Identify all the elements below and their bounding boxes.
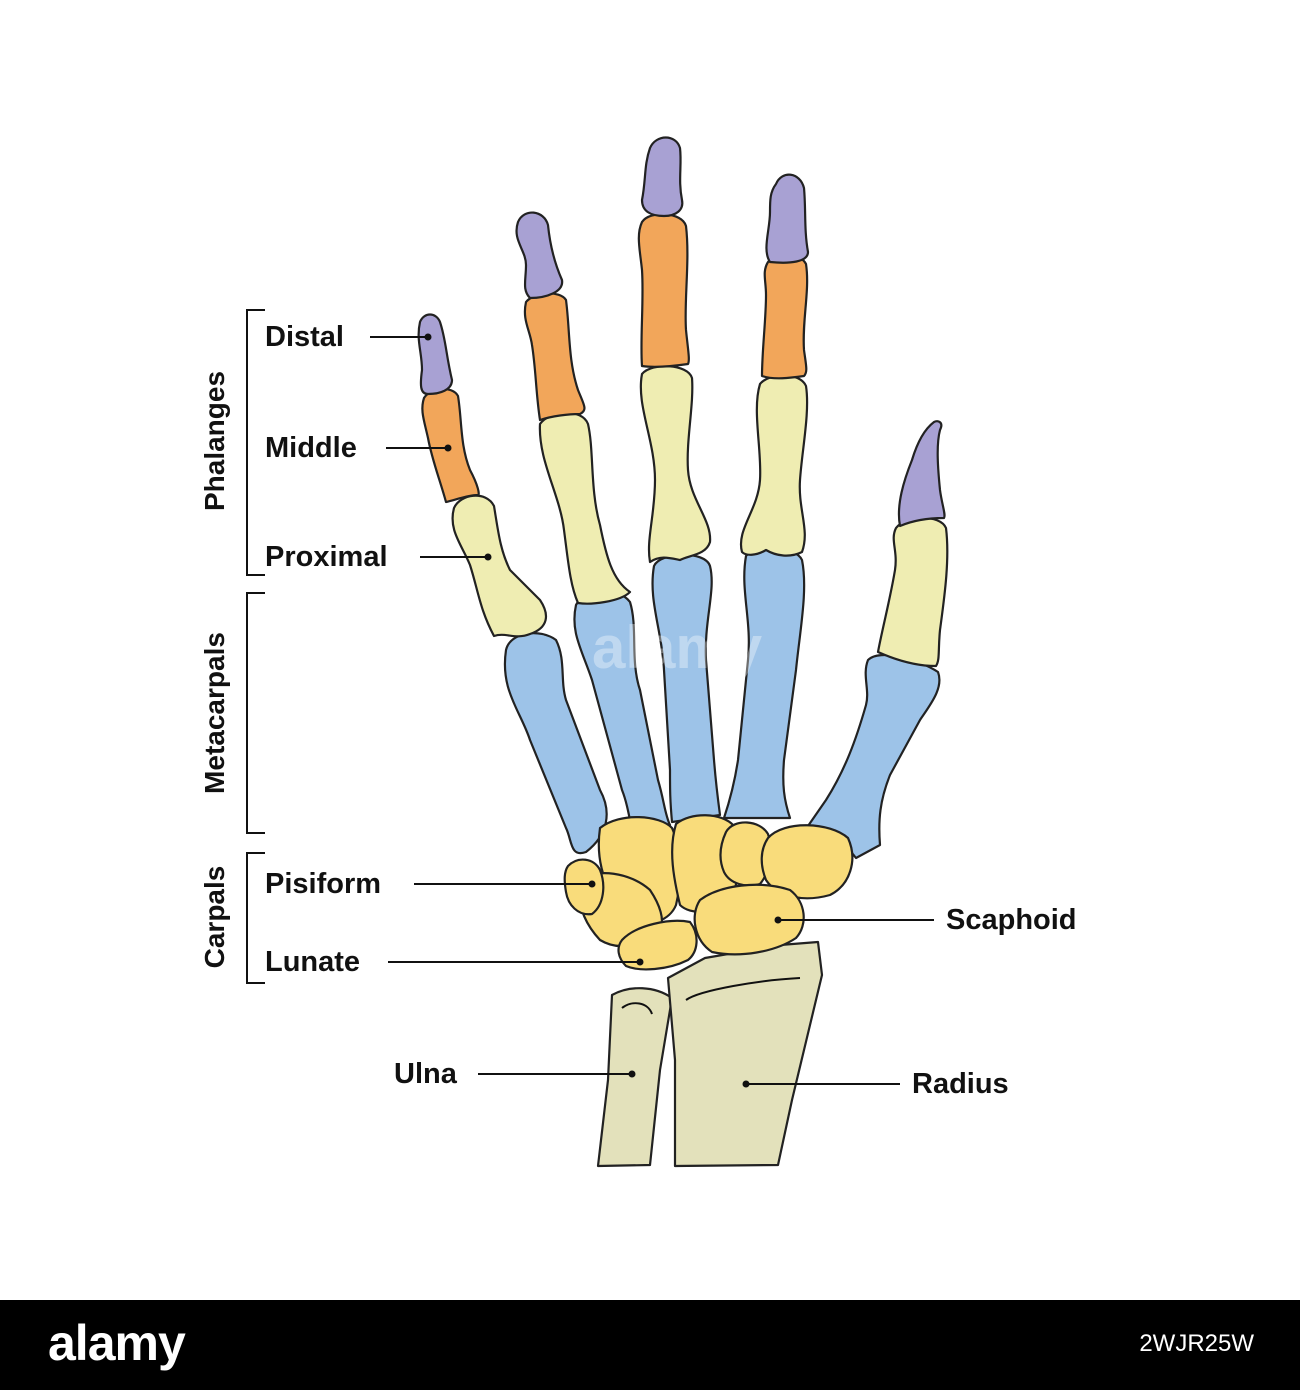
proximal-phalanx-little xyxy=(451,494,548,638)
middle-leader xyxy=(386,444,452,452)
phalanges-bracket xyxy=(246,309,265,576)
carpals-bracket xyxy=(246,852,265,984)
hand-bones-diagram: Phalanges Metacarpals Carpals Distal Mid… xyxy=(199,136,1077,1168)
phalanges-group-label: Phalanges xyxy=(199,371,230,511)
distal-phalanx-thumb xyxy=(897,420,946,528)
brand-logo: alamy xyxy=(48,1315,186,1371)
watermark: alamy xyxy=(592,614,763,681)
lunate-leader xyxy=(388,958,644,966)
metacarpal-thumb xyxy=(806,654,941,860)
proximal-phalanx-middle xyxy=(639,365,712,564)
radius-leader xyxy=(742,1080,900,1088)
metacarpals-group-label: Metacarpals xyxy=(199,632,230,794)
carpal-bones xyxy=(563,814,854,971)
radius-label: Radius xyxy=(912,1068,1009,1100)
middle-phalanx-little xyxy=(421,388,480,504)
distal-phalanx-ring xyxy=(515,211,564,300)
image-id: 2WJR25W xyxy=(1139,1330,1254,1357)
metacarpals-bracket xyxy=(246,592,265,834)
proximal-label: Proximal xyxy=(265,541,388,573)
metacarpal-ring xyxy=(573,589,672,832)
lunate-label: Lunate xyxy=(265,946,360,978)
pisiform-leader xyxy=(414,880,596,888)
middle-phalanx-middle xyxy=(637,213,690,368)
distal-phalanx-little xyxy=(417,313,454,396)
metacarpal-middle xyxy=(651,553,722,824)
middle-label: Middle xyxy=(265,432,357,464)
scaphoid-label: Scaphoid xyxy=(946,904,1077,936)
footer-bar: alamy 2WJR25W xyxy=(0,1300,1300,1390)
scaphoid-leader xyxy=(774,916,934,924)
proximal-phalanx-index xyxy=(739,374,809,557)
distal-phalanx-index xyxy=(765,173,810,264)
distal-label: Distal xyxy=(265,321,344,353)
carpals-group-label: Carpals xyxy=(199,866,230,969)
proximal-leader xyxy=(420,553,492,561)
middle-phalanx-index xyxy=(760,253,809,380)
ulna-bone xyxy=(596,987,674,1168)
ulna-leader xyxy=(478,1070,636,1078)
proximal-phalanx-ring xyxy=(538,411,632,605)
metacarpal-index xyxy=(722,547,806,820)
radius-bone xyxy=(666,940,824,1168)
proximal-phalanx-thumb xyxy=(876,516,949,668)
distal-phalanx-middle xyxy=(640,136,684,218)
distal-leader xyxy=(370,333,432,341)
middle-phalanx-ring xyxy=(523,292,586,422)
pisiform-label: Pisiform xyxy=(265,868,381,900)
ulna-label: Ulna xyxy=(394,1058,458,1090)
